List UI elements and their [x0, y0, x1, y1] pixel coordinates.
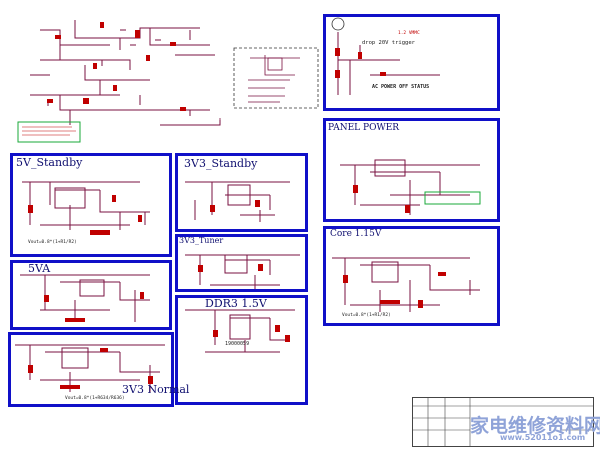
dashed-subcircuit-box: [233, 47, 319, 109]
block-5v-standby: [10, 153, 172, 257]
note-ddr-part: 19000059: [225, 341, 250, 347]
block-core: [323, 226, 500, 326]
title-block: [412, 397, 594, 447]
ac-input-connector: [331, 17, 345, 31]
note-ac-power-off: AC POWER OFF STATUS: [372, 84, 430, 90]
watermark-chinese: 家电维修资料网: [470, 415, 600, 437]
center-wiring: [160, 118, 221, 126]
note-volt-label: 1.2 VMMC: [398, 31, 420, 36]
title-block-grid: [412, 397, 594, 447]
standby-5v-components: [28, 195, 142, 235]
watermark-url: www.52011o1.com: [500, 433, 586, 442]
title-5v-standby: 5V_Standby: [16, 156, 83, 169]
va5-wiring: [20, 274, 150, 322]
standby-5v-wiring: [22, 181, 150, 230]
ddr3-wiring: [185, 309, 295, 353]
block-panel-power: [323, 118, 500, 222]
green-note-box-left: [17, 121, 81, 143]
title-5va: 5VA: [28, 262, 51, 275]
block-3v3-tuner: [175, 234, 308, 292]
va5-components: [44, 292, 144, 322]
title-3v3-tuner: 3V3_Tuner: [179, 236, 224, 245]
normal-3v3-components: [28, 348, 153, 389]
normal-3v3-wiring: [15, 344, 165, 392]
standby-3v3-components: [210, 200, 260, 212]
block-5va: [10, 260, 172, 330]
title-3v3-standby: 3V3_Standby: [184, 157, 258, 170]
ddr3-components: [213, 325, 290, 342]
dashed-box-wiring: [248, 55, 300, 103]
block-3v3-normal: [8, 332, 174, 407]
title-panel-power: PANEL POWER: [328, 123, 400, 133]
note-vout-core: Vout=0.8*(1+R1/R2): [342, 313, 391, 318]
standby-3v3-wiring: [185, 181, 290, 222]
note-drop-trigger: drop 20V trigger: [362, 40, 415, 46]
green-note-box-panel: [424, 191, 481, 205]
title-ddr3: DDR3 1.5V: [205, 297, 267, 310]
note-vout-3v3: Vout=0.8*(1+R634/R636): [65, 396, 125, 401]
ac-power-components: [335, 48, 386, 78]
tuner-3v3-components: [198, 264, 263, 272]
title-core: Core 1.15V: [330, 229, 382, 239]
block-3v3-standby: [175, 153, 308, 232]
note-vout-5v: Vout=0.8*(1+R1/R2): [28, 240, 77, 245]
green-note-lines-left: [22, 126, 76, 136]
block-ac-power-status: [323, 14, 500, 111]
block-ddr3: [175, 295, 308, 405]
title-3v3-normal: 3V3 Normal: [122, 383, 190, 396]
top-left-components: [47, 22, 186, 111]
panel-power-components: [353, 185, 410, 213]
core-components: [343, 272, 446, 308]
